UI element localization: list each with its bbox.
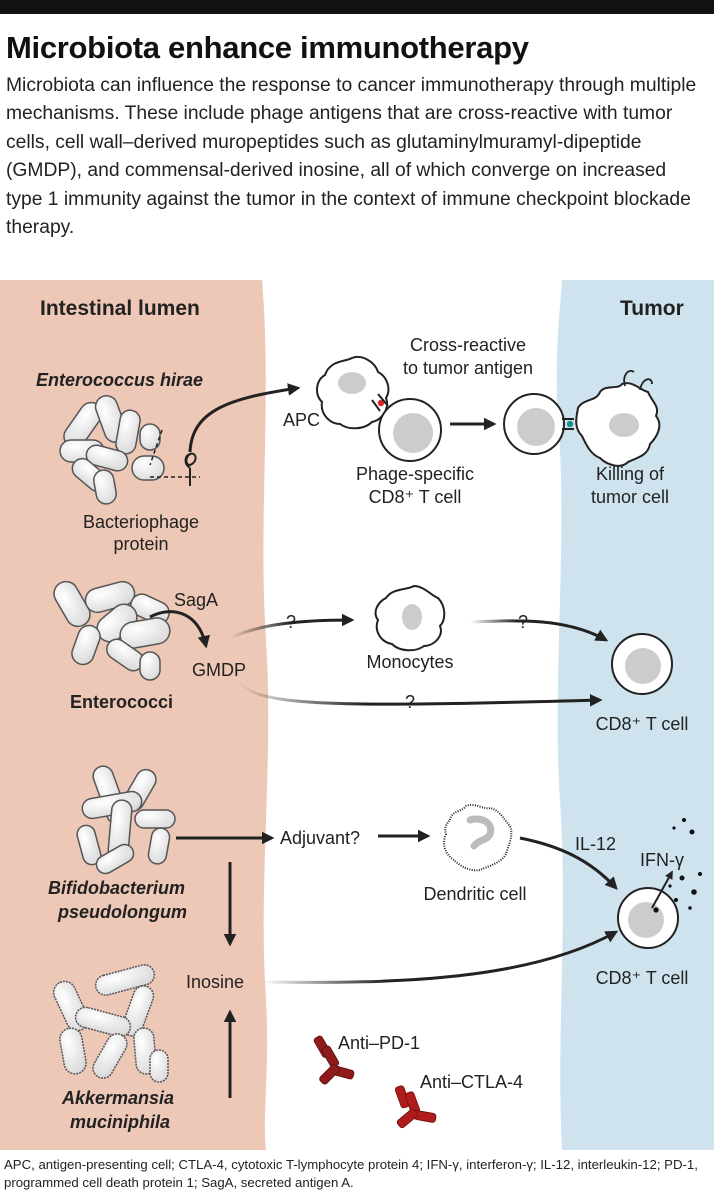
question-gmdp-cd8: ? [405,692,416,712]
cross-reactive-t-cell [503,393,565,455]
saga-label: SagA [174,590,219,610]
arrow-ifn-release [651,870,673,909]
adjuvant-label: Adjuvant? [280,828,361,848]
il12-label: IL-12 [575,834,617,854]
arrow-dendritic-to-cd8 [519,836,618,890]
bacteriophage-protein-icon [149,429,200,486]
monocyte-cell [374,584,446,652]
tumor-region-label: Tumor [620,297,684,320]
cd8-mid-label: CD8⁺ T cell [595,714,689,734]
bifido-label-1: Bifidobacterium [48,878,186,898]
diagram-canvas [0,280,714,1150]
intestinal-lumen-region [0,280,269,1150]
bacteriophage-label-1: Bacteriophage [82,512,200,532]
anti-pd1-antibody-icon [313,1035,355,1085]
killing-label-1: Killing of [595,464,665,484]
arrow-saga-to-gmdp [149,610,210,649]
footnote: APC, antigen-presenting cell; CTLA-4, cy… [4,1157,698,1190]
phage-tcell-label-2: CD8⁺ T cell [368,487,462,507]
arrow-monocytes-to-cd8 [469,619,609,642]
enterococcus-hirae-cluster [59,395,165,505]
tumor-cell [575,370,661,467]
receptor-red-dot [377,399,385,407]
bacteriophage-label-2: protein [113,534,169,554]
bifido-label-2: pseudolongum [58,902,187,922]
enterococci-cluster [53,580,171,681]
akkermansia-label-1: Akkermansia [62,1088,175,1108]
akkermansia-cluster [52,964,169,1083]
monocytes-label: Monocytes [366,652,454,672]
phage-tcell-label-1: Phage-specific [355,464,475,484]
ifn-gamma-label: IFN-γ [640,850,684,870]
cd8-bottom-label: CD8⁺ T cell [595,968,689,988]
synapse-marks [371,393,389,412]
lumen-region-label: Intestinal lumen [40,297,200,320]
cross-reactive-label-1: Cross-reactive [409,335,527,355]
ifn-gamma-particles [653,818,702,913]
arrow-inosine-to-cd8 [261,930,619,984]
enterococcus-hirae-label: Enterococcus hirae [36,370,204,390]
apc-label: APC [283,410,321,430]
question-gmdp-monocytes: ? [286,612,297,632]
anti-ctla4-antibody-icon [394,1085,437,1129]
dendritic-label: Dendritic cell [423,884,527,904]
anti-ctla4-label: Anti–CTLA-4 [420,1072,524,1092]
diagram-panel: Intestinal lumen Tumor Enterococcus hira… [0,280,714,1150]
bifidobacterium-cluster [76,765,176,875]
cd8-t-cell-bottom [617,887,679,949]
cd8-t-cell-mid [611,633,673,695]
akkermansia-label-2: muciniphila [70,1112,171,1132]
enterococci-label: Enterococci [70,692,174,712]
cross-reactive-label-2: to tumor antigen [402,358,534,378]
dendritic-cell [443,803,513,872]
question-monocytes-cd8: ? [518,612,529,632]
arrow-gmdp-to-monocytes [229,613,355,640]
inosine-label: Inosine [186,972,245,992]
phage-specific-t-cell [378,398,442,462]
figure-title: Microbiota enhance immunotherapy [6,30,529,65]
arrow-gmdp-to-cd8 [236,679,603,707]
gmdp-label: GMDP [192,660,246,680]
top-rule [0,0,714,14]
figure-subtitle: Microbiota can influence the response to… [6,75,697,239]
tcr-marks [562,418,574,430]
receptor-teal-dot [566,420,574,428]
anti-pd1-label: Anti–PD-1 [338,1033,421,1053]
arrow-phage-to-apc [188,383,301,453]
killing-label-2: tumor cell [590,487,670,507]
